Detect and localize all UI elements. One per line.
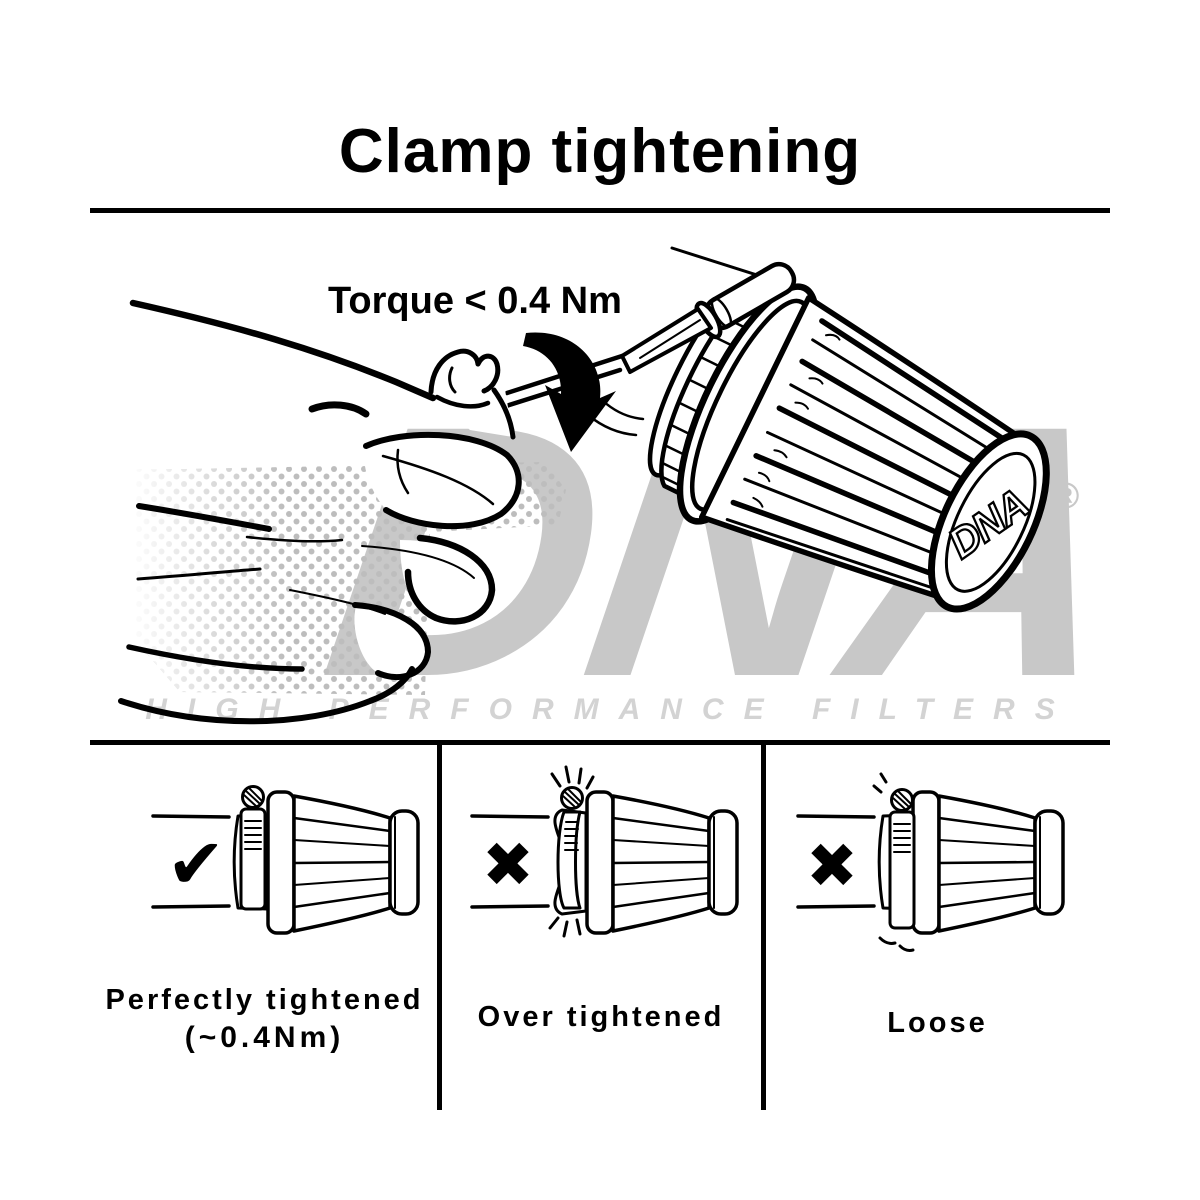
filter-ribs (725, 318, 1017, 593)
page-title: Clamp tightening (338, 117, 862, 186)
filter-pleat-marks (752, 333, 841, 508)
rotation-arrow-icon (523, 332, 616, 452)
panel-divider-1 (437, 745, 442, 1110)
hand (118, 299, 522, 725)
mini-filter-over (470, 765, 739, 938)
title-rule (90, 208, 1110, 213)
stress-lines-top (550, 765, 595, 790)
panel-loose: ✖ (796, 772, 1065, 952)
panel-divider-2 (761, 745, 766, 1110)
section-divider (90, 740, 1110, 745)
registered-mark: ® (1052, 475, 1079, 516)
main-illustration: DNA ® (118, 246, 1079, 725)
x-icon-loose: ✖ (806, 829, 858, 902)
mini-filter-perfect (151, 785, 420, 935)
torque-label: Torque < 0.4 Nm (328, 280, 622, 322)
label-loose: Loose (887, 1007, 988, 1039)
loose-marks (872, 772, 915, 952)
mini-filter-loose (796, 772, 1065, 952)
x-icon-over: ✖ (482, 828, 534, 901)
panel-over: ✖ (470, 765, 739, 938)
check-icon: ✔ (167, 823, 226, 905)
clamp-screw (694, 261, 797, 340)
label-over-tightened: Over tightened (477, 1001, 725, 1033)
stress-lines-bottom (548, 916, 582, 938)
panel-perfect: ✔ (151, 785, 420, 935)
label-perfectly-tightened: Perfectly tightened (~0.4Nm) (105, 984, 424, 1054)
